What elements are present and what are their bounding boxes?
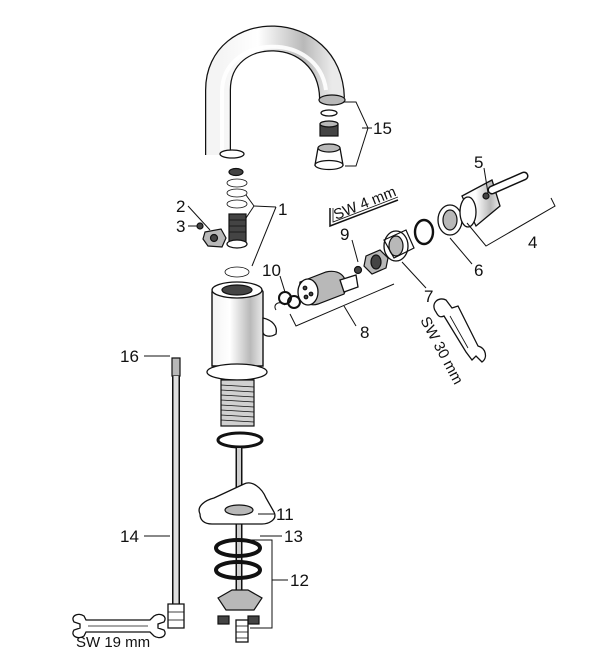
handle-collar <box>437 204 473 265</box>
label-15: 15 <box>373 119 392 138</box>
label-10: 10 <box>262 261 281 280</box>
o-ring-large <box>413 218 435 246</box>
label-16: 16 <box>120 347 139 366</box>
label-4: 4 <box>528 233 537 252</box>
label-14: 14 <box>120 527 139 546</box>
fixing-nut-plate <box>217 589 263 643</box>
wrench-19-tool <box>72 613 166 639</box>
spout <box>205 25 346 159</box>
wrench-30-tool <box>433 298 487 363</box>
label-8: 8 <box>360 323 369 342</box>
label-13: 13 <box>284 527 303 546</box>
label-7: 7 <box>424 287 433 306</box>
metal-washer <box>214 560 262 580</box>
label-6: 6 <box>474 261 483 280</box>
supply-hose <box>167 357 185 629</box>
label-2: 2 <box>176 197 185 216</box>
screw-and-nut <box>187 205 227 248</box>
allen-key-tool <box>329 196 399 228</box>
label-3: 3 <box>176 217 185 236</box>
rubber-washer <box>214 538 262 558</box>
cartridge-nut <box>383 229 427 289</box>
swivel-joint-set <box>224 167 277 278</box>
cartridge-set <box>274 239 395 327</box>
support-plate <box>198 482 276 525</box>
shank-threads <box>220 384 255 423</box>
label-9: 9 <box>340 225 349 244</box>
lever-handle <box>459 167 556 247</box>
faucet-body <box>206 281 278 449</box>
aerator-set <box>314 101 372 171</box>
label-1: 1 <box>278 200 287 219</box>
label-5: 5 <box>474 153 483 172</box>
label-11: 11 <box>276 505 294 524</box>
label-wrench-19: SW 19 mm <box>76 634 150 651</box>
label-12: 12 <box>290 571 309 590</box>
